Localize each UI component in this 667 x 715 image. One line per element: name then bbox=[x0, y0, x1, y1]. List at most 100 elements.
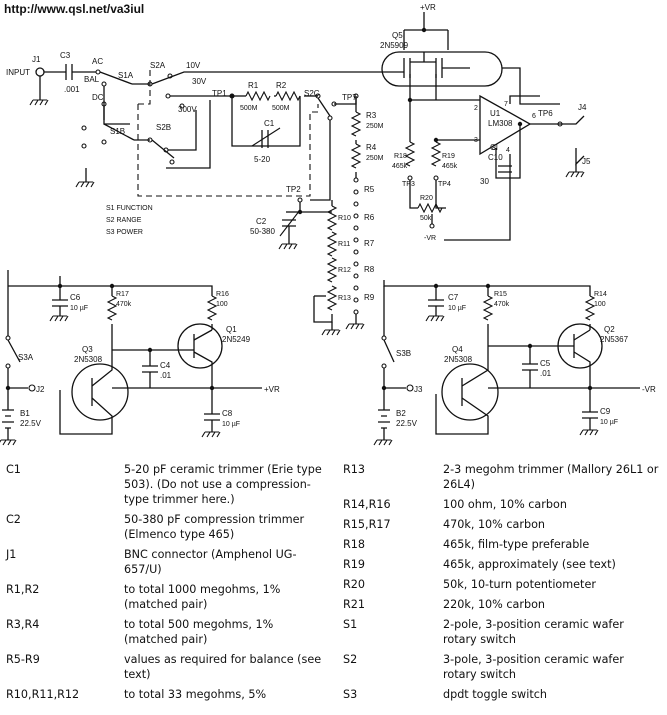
part-description: 465k, approximately (see text) bbox=[443, 558, 616, 571]
svg-text:2N5308: 2N5308 bbox=[74, 355, 103, 364]
svg-text:100: 100 bbox=[594, 301, 606, 308]
svg-text:C8: C8 bbox=[222, 409, 233, 418]
svg-text:100: 100 bbox=[216, 301, 228, 308]
svg-text:22.5V: 22.5V bbox=[20, 419, 42, 428]
svg-text:S3B: S3B bbox=[396, 349, 411, 358]
part-ref: R10,R11,R12 bbox=[6, 688, 80, 701]
svg-text:R19: R19 bbox=[442, 153, 455, 160]
svg-text:TP1: TP1 bbox=[212, 89, 227, 98]
part-row: R13 2-3 megohm trimmer (Mallory 26L1 or 2… bbox=[343, 462, 661, 492]
svg-text:S1B: S1B bbox=[110, 127, 125, 136]
svg-text:R3: R3 bbox=[366, 111, 377, 120]
schematic-diagram: INPUT J1 C3 .001 AC BAL DC S1A S1B S2A 1… bbox=[0, 3, 656, 446]
svg-text:50k: 50k bbox=[420, 215, 432, 222]
svg-text:10 µF: 10 µF bbox=[600, 419, 618, 426]
svg-text:S1 FUNCTION: S1 FUNCTION bbox=[106, 205, 153, 212]
part-ref: S3 bbox=[343, 688, 358, 701]
part-ref: C2 bbox=[6, 513, 21, 526]
calibration-network: TP2 C2 50-380 R10 R11 R12 R13 bbox=[250, 185, 351, 336]
part-description: to total 33 megohms, 5% bbox=[124, 688, 267, 701]
part-row: C1 5-20 pF ceramic trimmer (Erie type 503… bbox=[6, 462, 326, 507]
svg-text:470k: 470k bbox=[494, 301, 510, 308]
svg-text:J1: J1 bbox=[32, 55, 41, 64]
svg-text:C4: C4 bbox=[160, 361, 171, 370]
svg-text:465k: 465k bbox=[392, 163, 408, 170]
divider-chain: R3 250M R4 250M R5 R6 R7 R8 R9 bbox=[345, 98, 384, 330]
part-description: to total 1000 megohms, 1% (matched pair) bbox=[124, 583, 281, 611]
svg-text:J2: J2 bbox=[36, 385, 45, 394]
part-description: BNC connector (Amphenol UG-657/U) bbox=[124, 548, 297, 576]
svg-text:+VR: +VR bbox=[264, 385, 280, 394]
svg-text:C5: C5 bbox=[540, 359, 551, 368]
svg-text:TP2: TP2 bbox=[286, 185, 301, 194]
svg-text:8: 8 bbox=[492, 145, 496, 152]
svg-text:C2: C2 bbox=[256, 217, 267, 226]
svg-text:S1A: S1A bbox=[118, 71, 134, 80]
q5-dual-fet bbox=[381, 51, 503, 87]
switch-legend: S1 FUNCTION S2 RANGE S3 POWER bbox=[106, 205, 153, 236]
svg-text:2N5909: 2N5909 bbox=[380, 41, 409, 50]
part-description: 2-pole, 3-position ceramic wafer rotary … bbox=[443, 618, 624, 646]
svg-text:R11: R11 bbox=[338, 241, 350, 248]
svg-text:C1: C1 bbox=[264, 119, 275, 128]
svg-text:C9: C9 bbox=[600, 407, 611, 416]
part-description: 2-3 megohm trimmer (Mallory 26L1 or 26L4… bbox=[443, 463, 659, 491]
svg-text:U1: U1 bbox=[490, 109, 501, 118]
svg-text:R5: R5 bbox=[364, 185, 375, 194]
part-description: 465k, film-type preferable bbox=[443, 538, 590, 551]
svg-text:-VR: -VR bbox=[642, 385, 656, 394]
svg-text:Q5: Q5 bbox=[392, 31, 403, 40]
svg-text:TP7: TP7 bbox=[342, 93, 357, 102]
svg-text:B2: B2 bbox=[396, 409, 406, 418]
svg-text:S2C: S2C bbox=[304, 89, 320, 98]
part-row: R20 50k, 10-turn potentiometer bbox=[343, 577, 661, 592]
part-ref: C1 bbox=[6, 463, 21, 476]
input-label: INPUT bbox=[6, 68, 30, 77]
svg-text:2N5367: 2N5367 bbox=[600, 335, 629, 344]
input-section: INPUT J1 C3 .001 AC BAL DC S1A S1B S2A 1… bbox=[6, 51, 380, 201]
part-description: 5-20 pF ceramic trimmer (Erie type 503).… bbox=[124, 463, 322, 506]
svg-text:C3: C3 bbox=[60, 51, 71, 60]
svg-text:B1: B1 bbox=[20, 409, 30, 418]
parts-list-left: C1 5-20 pF ceramic trimmer (Erie type 503… bbox=[6, 462, 326, 707]
svg-text:C7: C7 bbox=[448, 293, 459, 302]
svg-text:Q4: Q4 bbox=[452, 345, 463, 354]
svg-text:R15: R15 bbox=[494, 291, 507, 298]
svg-text:.01: .01 bbox=[160, 371, 172, 380]
part-description: 470k, 10% carbon bbox=[443, 518, 546, 531]
svg-text:S2A: S2A bbox=[150, 61, 166, 70]
svg-text:50-380: 50-380 bbox=[250, 227, 275, 236]
svg-text:C6: C6 bbox=[70, 293, 81, 302]
part-ref: R20 bbox=[343, 578, 366, 591]
j1-connector bbox=[35, 67, 45, 77]
svg-text:R18: R18 bbox=[394, 153, 407, 160]
svg-text:R2: R2 bbox=[276, 81, 287, 90]
positive-supply: C6 10 µF R17 470k R16 100 S3A J2 B1 22.5… bbox=[0, 270, 280, 446]
part-ref: R13 bbox=[343, 463, 366, 476]
svg-text:250M: 250M bbox=[366, 123, 384, 130]
svg-text:S3A: S3A bbox=[18, 353, 34, 362]
svg-text:10 µF: 10 µF bbox=[448, 305, 466, 312]
part-ref: R21 bbox=[343, 598, 366, 611]
q1-transistor bbox=[177, 323, 223, 369]
svg-text:TP4: TP4 bbox=[438, 181, 451, 188]
svg-text:5-20: 5-20 bbox=[254, 155, 271, 164]
svg-text:.001: .001 bbox=[64, 85, 80, 94]
q4-transistor bbox=[441, 363, 499, 421]
svg-text:R17: R17 bbox=[116, 291, 129, 298]
part-ref: R5-R9 bbox=[6, 653, 40, 666]
svg-text:10 µF: 10 µF bbox=[70, 305, 88, 312]
svg-text:2N5249: 2N5249 bbox=[222, 335, 251, 344]
svg-text:10V: 10V bbox=[186, 61, 201, 70]
svg-text:R13: R13 bbox=[338, 295, 351, 302]
part-description: 50k, 10-turn potentiometer bbox=[443, 578, 596, 591]
svg-text:.01: .01 bbox=[540, 369, 552, 378]
